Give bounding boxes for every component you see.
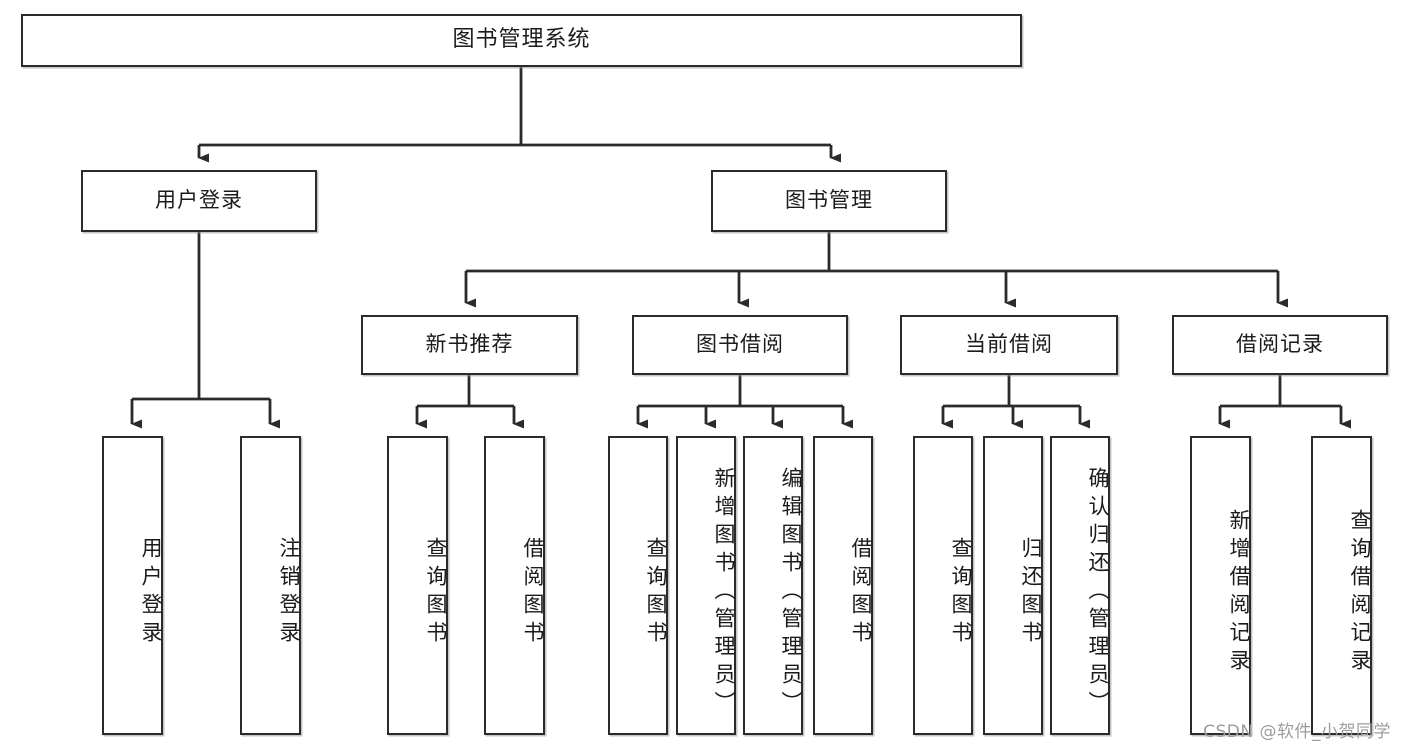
node-new-book-rec-label: 新书推荐 [425, 332, 514, 357]
node-leaf-rec-query-book[interactable]: 查询图书 [387, 436, 448, 735]
node-leaf-record-query-label: 查询借阅记录 [1348, 508, 1372, 677]
node-book-manage[interactable]: 图书管理 [711, 170, 947, 232]
node-leaf-current-confirm-return-label: 确认归还（管理员） [1086, 466, 1110, 719]
node-user-login[interactable]: 用户登录 [81, 170, 317, 232]
node-leaf-borrow-query-book-label: 查询图书 [644, 536, 668, 649]
watermark: CSDN @软件_小贺同学 [1203, 722, 1391, 742]
node-book-borrow[interactable]: 图书借阅 [632, 315, 848, 375]
node-leaf-borrow-add-book[interactable]: 新增图书（管理员） [676, 436, 736, 735]
node-leaf-user-logout-label: 注销登录 [277, 536, 301, 649]
node-leaf-user-login-label: 用户登录 [139, 536, 163, 649]
node-leaf-borrow-query-book[interactable]: 查询图书 [608, 436, 668, 735]
node-current-borrow[interactable]: 当前借阅 [900, 315, 1118, 375]
node-borrow-record-label: 借阅记录 [1236, 332, 1324, 357]
node-book-borrow-label: 图书借阅 [696, 332, 784, 357]
node-leaf-borrow-borrow-book-label: 借阅图书 [849, 536, 873, 649]
node-leaf-current-query-book[interactable]: 查询图书 [913, 436, 973, 735]
node-leaf-user-logout[interactable]: 注销登录 [240, 436, 301, 735]
node-leaf-user-login[interactable]: 用户登录 [102, 436, 163, 735]
node-book-manage-label: 图书管理 [785, 188, 873, 213]
node-leaf-record-query[interactable]: 查询借阅记录 [1311, 436, 1372, 735]
node-leaf-current-return-book-label: 归还图书 [1019, 536, 1043, 649]
node-leaf-current-query-book-label: 查询图书 [949, 536, 973, 649]
node-leaf-borrow-edit-book-label: 编辑图书（管理员） [779, 466, 803, 719]
node-current-borrow-label: 当前借阅 [965, 332, 1053, 357]
node-root[interactable]: 图书管理系统 [21, 14, 1022, 67]
node-leaf-rec-query-book-label: 查询图书 [424, 536, 448, 649]
node-user-login-label: 用户登录 [155, 188, 243, 213]
node-leaf-rec-borrow-book[interactable]: 借阅图书 [484, 436, 545, 735]
node-leaf-borrow-borrow-book[interactable]: 借阅图书 [813, 436, 873, 735]
node-leaf-record-add-label: 新增借阅记录 [1227, 508, 1251, 677]
node-root-label: 图书管理系统 [452, 27, 591, 53]
node-new-book-rec[interactable]: 新书推荐 [361, 315, 578, 375]
node-borrow-record[interactable]: 借阅记录 [1172, 315, 1388, 375]
node-leaf-borrow-add-book-label: 新增图书（管理员） [712, 466, 736, 719]
node-leaf-current-return-book[interactable]: 归还图书 [983, 436, 1043, 735]
node-leaf-rec-borrow-book-label: 借阅图书 [521, 536, 545, 649]
node-leaf-borrow-edit-book[interactable]: 编辑图书（管理员） [743, 436, 803, 735]
node-leaf-current-confirm-return[interactable]: 确认归还（管理员） [1050, 436, 1110, 735]
node-leaf-record-add[interactable]: 新增借阅记录 [1190, 436, 1251, 735]
